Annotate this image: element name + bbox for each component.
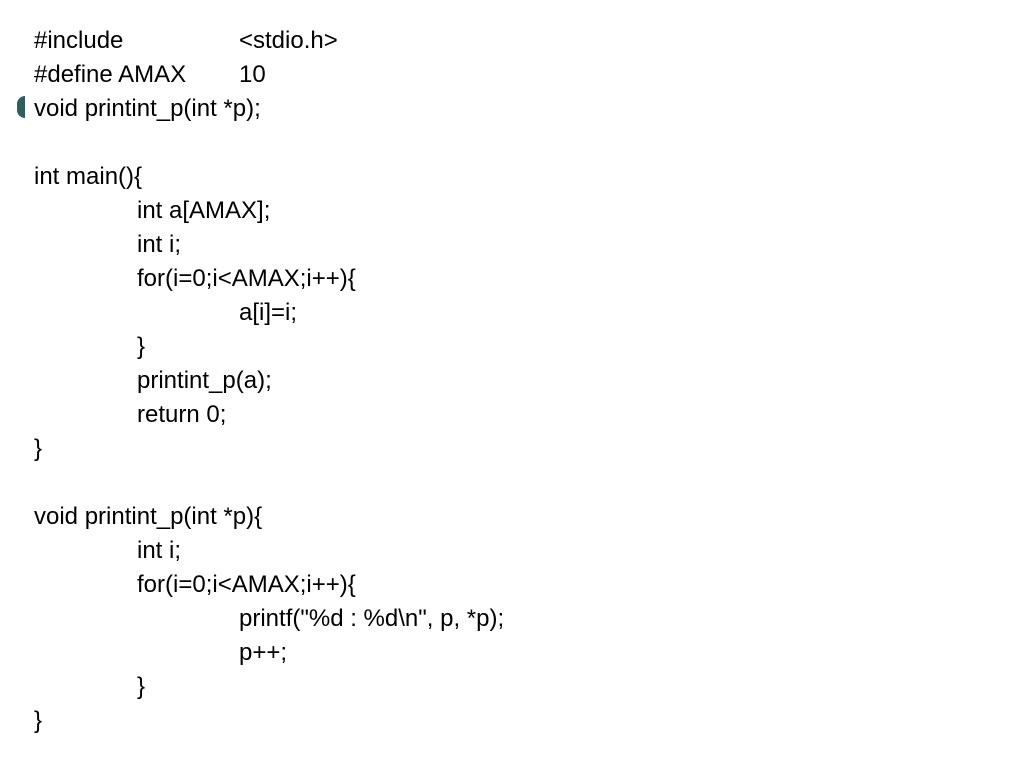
main-for-close: } — [137, 333, 146, 360]
function-prototype: void printint_p(int *p); — [34, 95, 261, 122]
func-close: } — [34, 707, 43, 734]
bullet-marker — [17, 96, 25, 118]
func-decl-i: int i; — [137, 537, 182, 564]
main-return: return 0; — [137, 401, 227, 428]
code-line-func-printf: printf("%d : %d\n", p, *p); — [34, 602, 504, 636]
code-line-main-close: } — [34, 432, 74, 466]
main-call: printint_p(a); — [137, 367, 272, 394]
main-decl-i: int i; — [137, 231, 182, 258]
code-line-func-signature: void printint_p(int *p){ — [34, 500, 262, 534]
code-line-main-return: return 0; — [34, 398, 226, 432]
func-signature: void printint_p(int *p){ — [34, 503, 263, 530]
code-line-main-assign: a[i]=i; — [34, 296, 297, 330]
code-line-func-close: } — [34, 704, 74, 738]
code-line-include: #include <stdio.h> — [34, 24, 338, 58]
code-line-blank — [34, 466, 74, 500]
define-directive: #define AMAX — [34, 61, 187, 88]
func-for-loop: for(i=0;i<AMAX;i++){ — [137, 571, 356, 598]
main-decl-array: int a[AMAX]; — [137, 197, 271, 224]
code-line-main-for: for(i=0;i<AMAX;i++){ — [34, 262, 356, 296]
main-for-loop: for(i=0;i<AMAX;i++){ — [137, 265, 356, 292]
func-printf: printf("%d : %d\n", p, *p); — [239, 605, 505, 632]
include-directive: #include — [34, 27, 124, 54]
code-line-define: #define AMAX 10 — [34, 58, 266, 92]
code-line-main-call: printint_p(a); — [34, 364, 272, 398]
main-close: } — [34, 435, 43, 462]
code-line-blank — [34, 126, 74, 160]
main-signature: int main(){ — [34, 163, 143, 190]
code-line-func-decl-i: int i; — [34, 534, 181, 568]
code-line-main-decl-i: int i; — [34, 228, 181, 262]
code-line-func-for-close: } — [34, 670, 145, 704]
include-header: <stdio.h> — [239, 27, 338, 54]
func-increment: p++; — [239, 639, 288, 666]
main-assign: a[i]=i; — [239, 299, 298, 326]
code-line-main-signature: int main(){ — [34, 160, 142, 194]
code-line-main-decl-array: int a[AMAX]; — [34, 194, 270, 228]
code-block: #include <stdio.h> #define AMAX 10 void … — [34, 24, 504, 738]
code-line-func-increment: p++; — [34, 636, 287, 670]
code-line-main-for-close: } — [34, 330, 145, 364]
code-line-prototype: void printint_p(int *p); — [34, 92, 261, 126]
code-line-func-for: for(i=0;i<AMAX;i++){ — [34, 568, 356, 602]
define-value: 10 — [239, 61, 266, 88]
func-for-close: } — [137, 673, 146, 700]
